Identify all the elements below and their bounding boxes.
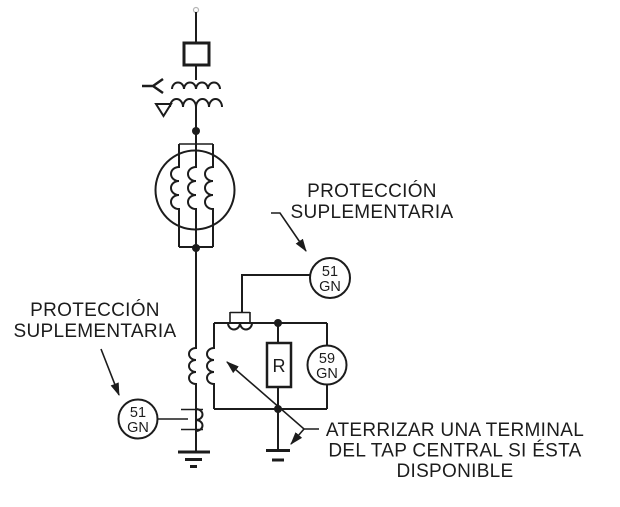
grounding-transformer-circuit: R [206,311,328,462]
relay-51gn-right-circuit: 51 GN [241,257,351,312]
incoming-feeder [192,6,200,43]
main-conductor [187,107,197,452]
leader-arrow-to-relay-51gn-left [100,348,120,397]
annotation-text: ATERRIZAR UNA TERMINAL [326,420,584,441]
delta-connection-icon [154,103,173,118]
relay-51gn-left-circuit: 51 GN [117,398,204,440]
transformer-primary-winding [171,81,221,90]
ground-icon [266,449,290,462]
relay-suffix: GN [127,420,149,436]
junction-dot [192,127,200,135]
generator-winding-right [204,144,214,247]
wye-delta-transformer-symbol [142,77,223,118]
ground-icon [178,450,210,468]
circuit-breaker-symbol [182,41,211,67]
relay-59gn: 59 GN [306,344,348,386]
annotation-text: DISPONIBLE [396,461,513,482]
resistor-box [265,341,293,389]
junction-dot [192,244,200,252]
ground-note-annotation: ATERRIZAR UNA TERMINAL DEL TAP CENTRAL S… [226,361,584,482]
ct-main-leads [181,408,203,431]
ct-secondary-leads [229,311,251,323]
relay-51gn-right-wire [241,274,310,312]
generator-symbol [154,143,236,252]
relay-suffix: GN [316,366,338,382]
feeder-terminal-icon [192,6,200,14]
current-transformer-secondary-icon [227,322,253,331]
generator-winding-left [170,144,180,247]
relay-suffix: GN [319,279,341,295]
annotation-text: SUPLEMENTARIA [291,202,454,223]
grounding-transformer-secondary-winding [206,323,215,409]
transformer-secondary-winding [169,98,223,108]
relay-circle [306,344,348,386]
right-protection-annotation: PROTECCIÓN SUPLEMENTARIA [271,180,454,252]
wye-connection-icon [142,77,164,95]
generator-circle [154,149,236,231]
relay-code: 59 [319,351,335,367]
annotation-text: SUPLEMENTARIA [14,321,177,342]
resistor-label: R [273,356,286,376]
relay-code: 51 [322,264,338,280]
leader-arrow-to-ground [290,428,305,445]
annotation-text: PROTECCIÓN [307,180,437,202]
relay-circle [309,257,351,299]
annotation-text: PROTECCIÓN [30,299,160,321]
relay-code: 51 [130,405,146,421]
relay-circle [117,398,159,440]
leader-arrow-to-relay-51gn-right [271,212,307,252]
annotation-text: DEL TAP CENTRAL SI ÉSTA [328,441,581,462]
left-protection-annotation: PROTECCIÓN SUPLEMENTARIA [14,299,177,397]
